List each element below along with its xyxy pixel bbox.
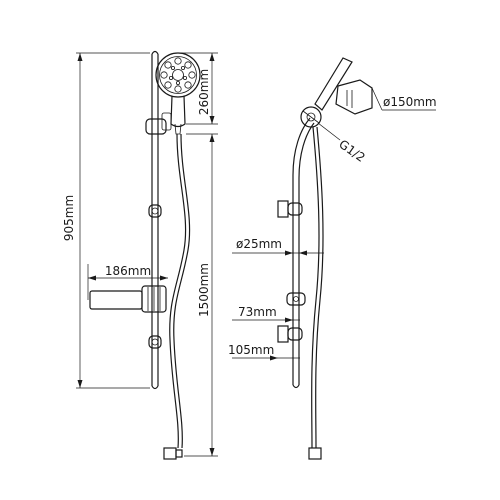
thread-leader: G1/2 xyxy=(317,122,368,165)
bracket-offset-dimension: 105mm xyxy=(228,343,300,361)
connection-thread-label: G1/2 xyxy=(336,137,367,165)
slide-rail xyxy=(151,50,159,390)
head-height-dimension: 260mm xyxy=(178,52,218,125)
rail-diameter-label: ø25mm xyxy=(236,237,282,251)
head-height-label: 260mm xyxy=(197,69,211,115)
bracket-offset-label: 105mm xyxy=(228,343,274,357)
front-view: 905mm xyxy=(62,50,218,460)
head-diameter-leader: ø150mm xyxy=(371,87,437,111)
wall-bracket-bottom xyxy=(148,335,162,349)
hand-shower-front xyxy=(155,52,201,135)
hose-length-label: 1500mm xyxy=(197,263,211,317)
side-holder xyxy=(277,292,306,343)
swivel-connector xyxy=(300,106,322,128)
holder-height-dimension: 73mm xyxy=(232,305,300,323)
rail-length-label: 905mm xyxy=(62,195,76,241)
side-bracket-upper xyxy=(277,200,303,218)
wall-bracket-mid xyxy=(148,204,162,218)
soap-dish: 186mm xyxy=(87,264,168,313)
soap-dish-width-label: 186mm xyxy=(105,264,151,278)
hose-side xyxy=(308,126,324,460)
head-diameter-label: ø150mm xyxy=(383,95,437,109)
hose-length-dimension: 1500mm xyxy=(184,133,218,457)
rail-diameter-dimension: ø25mm xyxy=(232,237,324,256)
side-view: ø150mm G1/2 ø25mm xyxy=(228,57,437,460)
rail-length-dimension: 905mm xyxy=(62,52,150,389)
hand-shower-side xyxy=(314,57,373,115)
holder-height-label: 73mm xyxy=(238,305,277,319)
hose-front xyxy=(163,133,191,460)
